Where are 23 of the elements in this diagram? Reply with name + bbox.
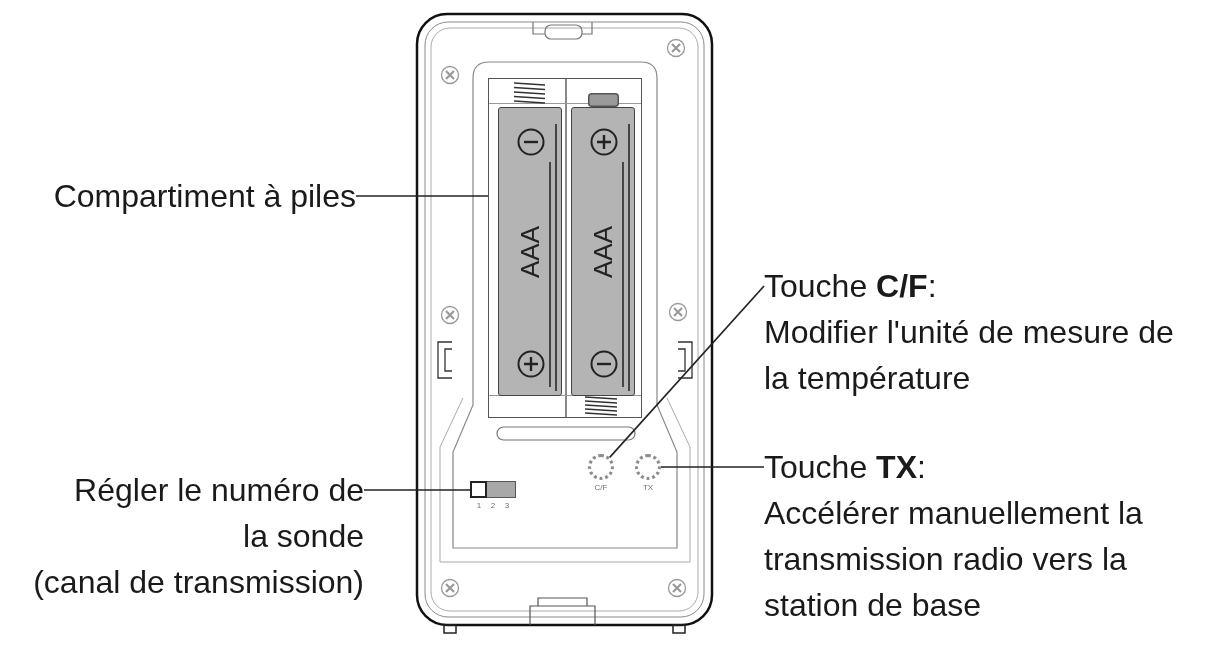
leader-line — [355, 195, 489, 197]
position-number: 2 — [490, 501, 496, 511]
callout-description: Accélérer manuellement la transmission radio vers la station de base — [764, 494, 1144, 625]
button-label: C/F — [594, 483, 608, 493]
leader-line — [660, 466, 765, 468]
button-label: TX — [642, 483, 654, 493]
position-number: 3 — [504, 501, 510, 511]
callout-description: Modifier l'unité de mesure de la température — [764, 313, 1175, 398]
push-button — [635, 454, 661, 480]
push-button — [588, 454, 614, 480]
battery-compartment — [488, 78, 642, 418]
battery-type-label: AAA — [590, 225, 616, 278]
callout-label: Compartiment à piles — [40, 174, 356, 218]
slide-switch — [470, 481, 516, 498]
callout-heading: Touche C/F: — [764, 267, 937, 306]
callout-note: (canal de transmission) — [33, 563, 364, 602]
position-number: 1 — [476, 501, 482, 511]
leader-line — [363, 489, 471, 491]
battery — [571, 107, 635, 396]
callout-label: Régler le numéro de la sonde — [73, 471, 364, 556]
callout-heading: Touche TX: — [764, 448, 926, 487]
battery — [498, 107, 562, 396]
battery-type-label: AAA — [517, 225, 543, 278]
